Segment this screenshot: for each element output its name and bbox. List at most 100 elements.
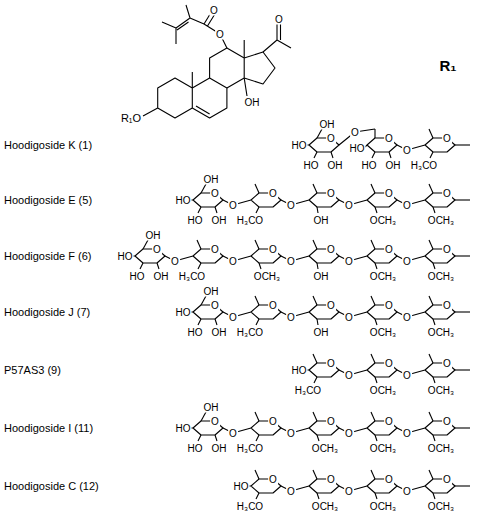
- sugar-bond: [201, 296, 206, 305]
- sugar-bond: [256, 493, 259, 499]
- ether-bond: [143, 108, 158, 116]
- methyl-bond: [192, 40, 244, 88]
- atom-label: O: [326, 244, 336, 255]
- atom-label: OH: [203, 286, 220, 297]
- sugar-bond: [259, 263, 261, 269]
- atom-label: HO: [175, 423, 192, 434]
- sugar-bond: [371, 354, 375, 363]
- atom-label: O: [402, 312, 412, 323]
- atom-label: O: [384, 188, 394, 199]
- sugar-bond: [371, 470, 375, 479]
- atom-label: OH: [211, 327, 228, 338]
- atom-label: O: [326, 358, 336, 369]
- atom-label: H₃CO: [236, 443, 264, 454]
- atom-label: OH: [385, 160, 402, 171]
- atom-label: H₃CO: [294, 385, 322, 396]
- sugar-bond: [430, 152, 433, 158]
- atom-label: OCH₃: [427, 443, 455, 454]
- atom-label: O: [402, 428, 412, 439]
- atom-label: O: [442, 416, 452, 427]
- sugar-bond: [198, 207, 201, 213]
- atom-label: O: [326, 300, 336, 311]
- atom-label: O: [384, 244, 394, 255]
- atom-label: OCH₃: [369, 327, 397, 338]
- atom-label: O: [384, 133, 394, 144]
- atom-label: O: [228, 312, 238, 323]
- atom-label: OCH₃: [427, 327, 455, 338]
- atom-label: O: [326, 474, 336, 485]
- sugar-bond: [255, 184, 259, 193]
- sugar-bond: [455, 369, 470, 370]
- sugar-bond: [433, 263, 435, 269]
- sugar-bond: [198, 319, 201, 325]
- atom-label: O: [442, 300, 452, 311]
- atom-label: O: [228, 428, 238, 439]
- atom-label: H₃CO: [178, 271, 206, 282]
- atom-label: OH: [203, 402, 220, 413]
- sugar-bond: [375, 377, 377, 383]
- atom-label: OCH₃: [427, 385, 455, 396]
- sugar-bond: [375, 319, 377, 325]
- sugar-bond: [429, 129, 433, 138]
- sugar-bond: [389, 152, 391, 158]
- atom-label: OCH₃: [369, 501, 397, 512]
- sugar-bond: [429, 354, 433, 363]
- steroid-skeleton: [143, 5, 291, 118]
- ring-c: [210, 48, 245, 88]
- sugar-bond: [143, 240, 148, 249]
- sugar-bond: [331, 152, 333, 158]
- atom-label: O: [326, 188, 336, 199]
- ring-a: [158, 78, 193, 118]
- atom-label: HO: [303, 160, 320, 171]
- sugar-bond: [317, 493, 319, 499]
- ring-b: [192, 78, 227, 118]
- atom-label: O: [344, 312, 354, 323]
- atom-label: O: [274, 14, 284, 25]
- atom-label: OH: [313, 215, 330, 226]
- atom-label: HO: [187, 327, 204, 338]
- atom-label: OH: [145, 230, 162, 241]
- sugar-bond: [317, 319, 318, 325]
- sugar-bond: [433, 435, 435, 441]
- atom-label: OCH₃: [427, 215, 455, 226]
- sugar-bond: [433, 377, 435, 383]
- atom-label: H₃CO: [236, 327, 264, 338]
- sugar-bond: [375, 493, 377, 499]
- atom-label: O: [268, 244, 278, 255]
- atom-label: OH: [313, 271, 330, 282]
- atom-label: OCH₃: [311, 443, 339, 454]
- atom-label: OCH₃: [369, 443, 397, 454]
- sugar-bond: [455, 199, 470, 200]
- sugar-bond: [317, 435, 319, 441]
- atom-label: OH: [319, 119, 336, 130]
- sugar-bond: [455, 144, 470, 145]
- atom-label: HO: [291, 365, 308, 376]
- atom-label: HO: [349, 143, 366, 154]
- atom-label: OCH₃: [253, 271, 281, 282]
- sugar-bond: [455, 485, 470, 486]
- atom-label: O: [268, 300, 278, 311]
- atom-label: O: [268, 416, 278, 427]
- atom-label: O: [286, 428, 296, 439]
- sugar-bond: [256, 207, 259, 213]
- sugar-bond: [371, 412, 375, 421]
- ester-bonds: [162, 5, 227, 48]
- sugar-bond: [371, 184, 375, 193]
- sugar-bond: [371, 240, 375, 249]
- double-bond: [196, 106, 210, 114]
- sugar-bond: [372, 152, 375, 158]
- hydroxy-bond: [244, 78, 247, 96]
- sugar-bond: [197, 240, 201, 249]
- sugar-bond: [317, 129, 322, 138]
- sugar-bond: [255, 240, 259, 249]
- atom-label: O: [210, 188, 220, 199]
- atom-label: OCH₃: [311, 501, 339, 512]
- atom-label: HO: [117, 251, 134, 262]
- sugar-bond: [201, 184, 206, 193]
- atom-label: OCH₃: [369, 385, 397, 396]
- atom-label: O: [344, 200, 354, 211]
- atom-label: O: [442, 244, 452, 255]
- atom-label: O: [442, 358, 452, 369]
- atom-label: O: [402, 256, 412, 267]
- sugar-bond: [255, 470, 259, 479]
